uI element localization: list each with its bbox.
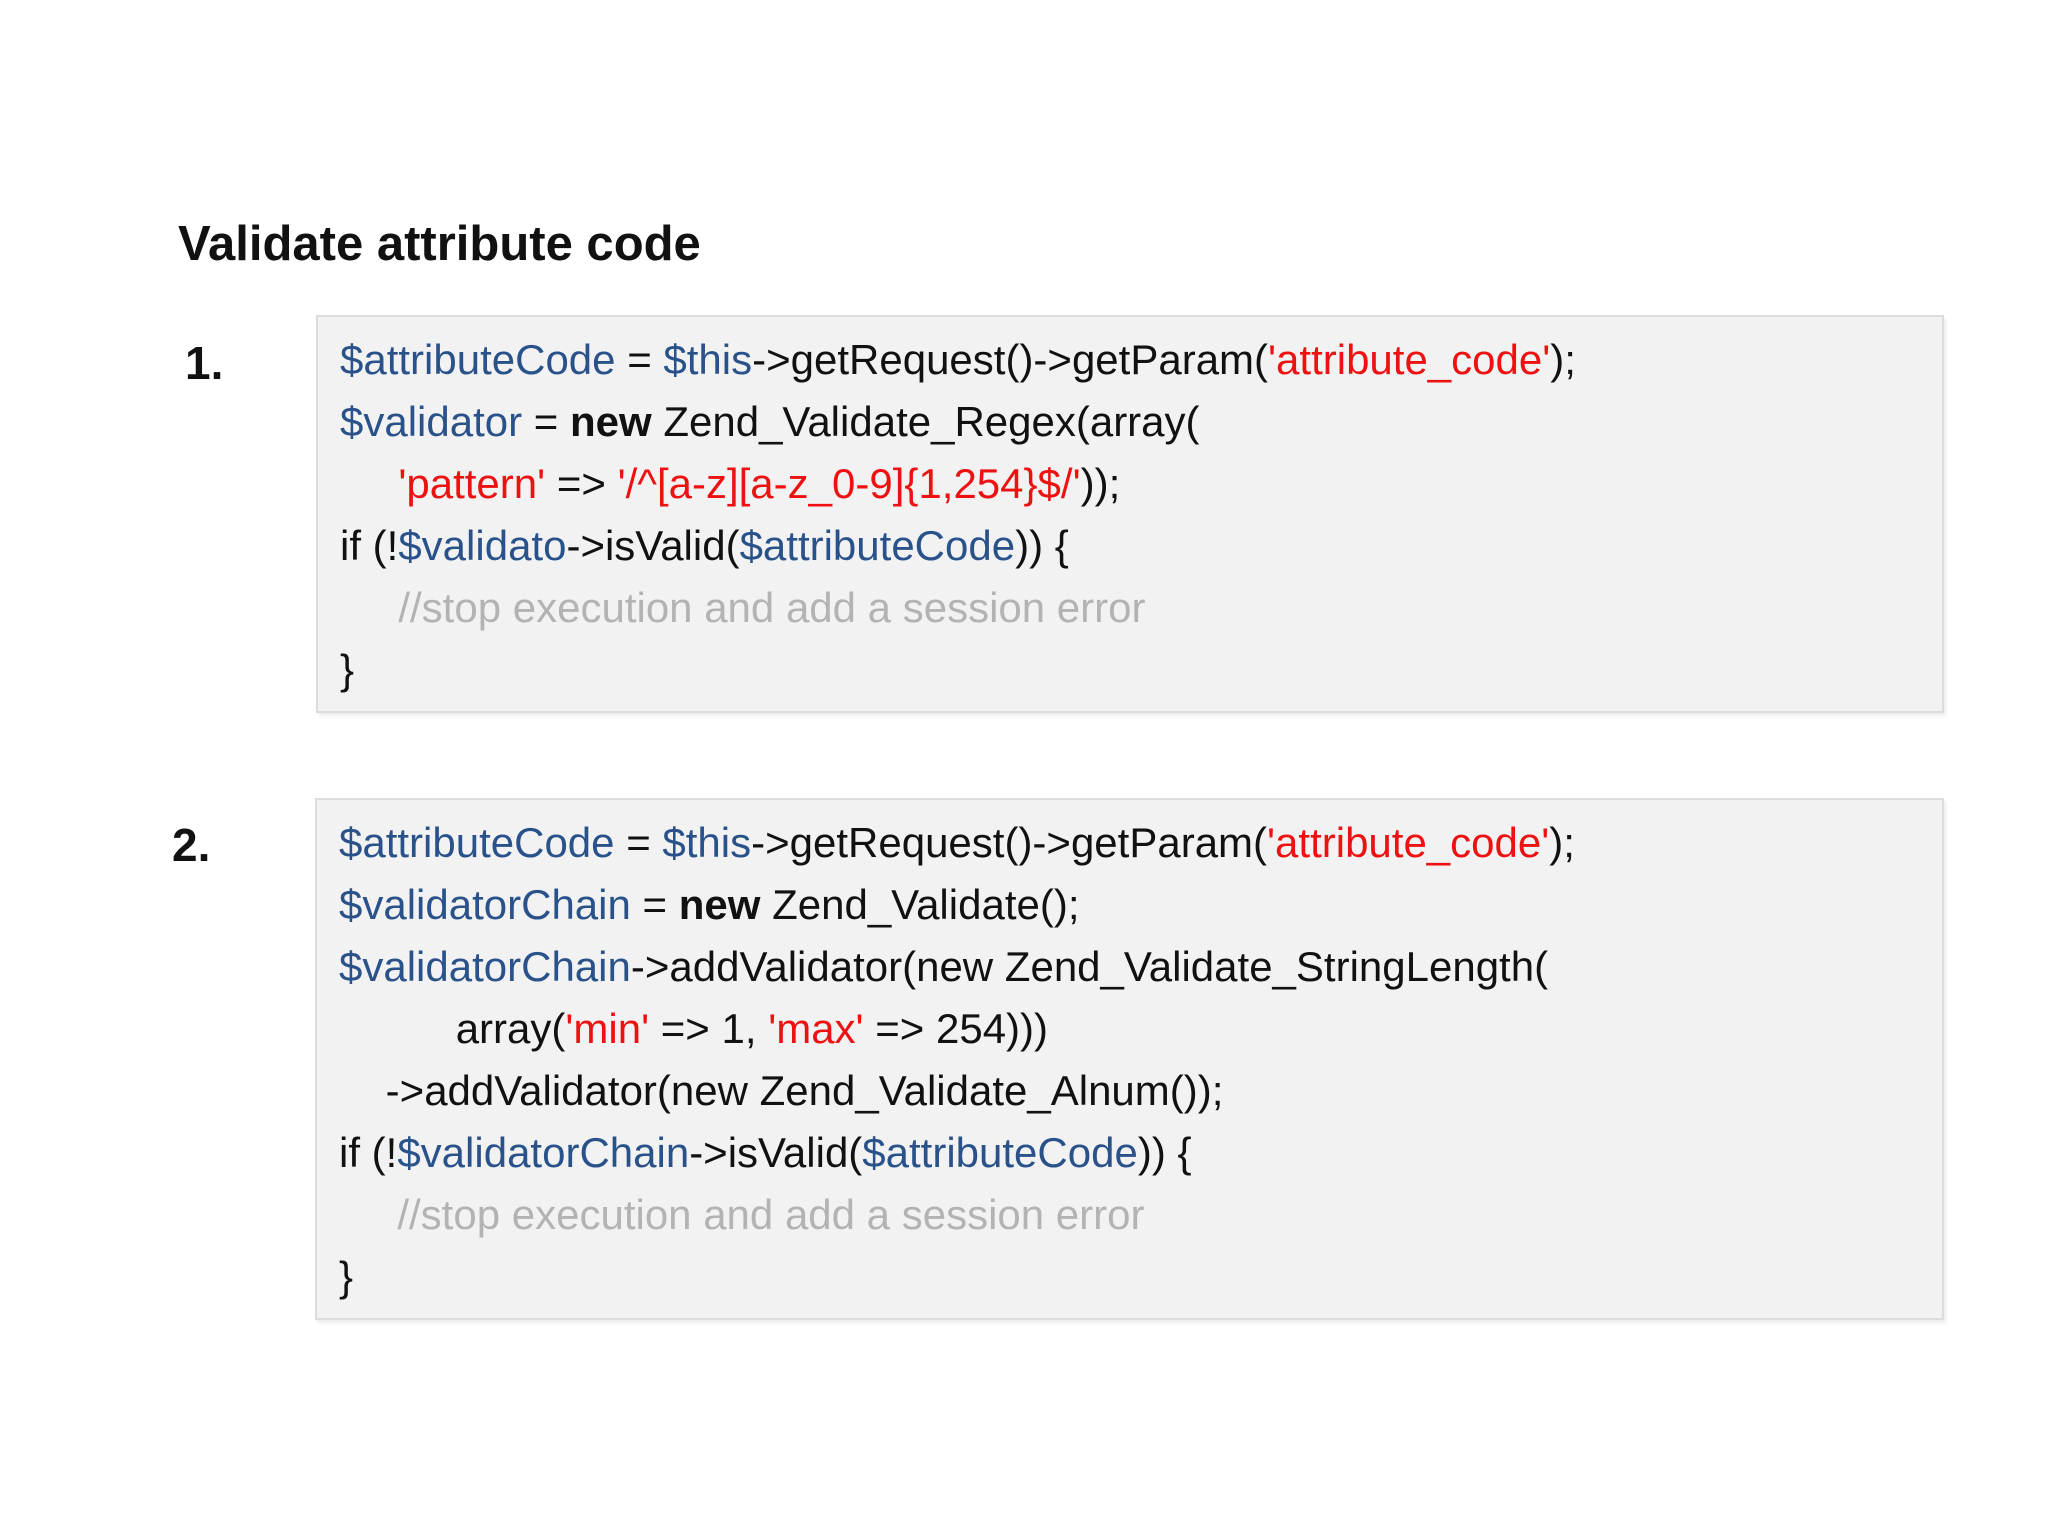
code-line: }: [339, 1246, 1932, 1308]
code-block-1: $attributeCode = $this->getRequest()->ge…: [316, 315, 1944, 713]
code-line: ->addValidator(new Zend_Validate_Alnum()…: [339, 1060, 1932, 1122]
code-segment-plain: ->addValidator(new Zend_Validate_Alnum()…: [339, 1067, 1224, 1114]
code-line: if (!$validato->isValid($attributeCode))…: [340, 515, 1932, 577]
code-segment-plain: );: [1550, 336, 1576, 383]
code-segment-var: $attributeCode: [339, 819, 615, 866]
code-segment-var: $attributeCode: [340, 336, 616, 383]
code-segment-var: $attributeCode: [862, 1129, 1138, 1176]
code-segment-plain: =>: [545, 460, 618, 507]
code-segment-plain: if (!: [339, 1129, 398, 1176]
code-segment-plain: ->getRequest()->getParam(: [751, 819, 1268, 866]
code-line: //stop execution and add a session error: [340, 577, 1932, 639]
code-line: $attributeCode = $this->getRequest()->ge…: [339, 812, 1932, 874]
code-segment-plain: [340, 460, 398, 507]
code-segment-plain: array(: [339, 1005, 566, 1052]
code-line: $validator = new Zend_Validate_Regex(arr…: [340, 391, 1932, 453]
code-segment-comment: //stop execution and add a session error: [340, 584, 1146, 631]
code-segment-plain: =: [522, 398, 570, 445]
code-segment-var: $attributeCode: [739, 522, 1016, 569]
code-segment-plain: =: [615, 336, 664, 383]
code-segment-plain: }: [340, 646, 355, 693]
code-segment-plain: ->isValid(: [566, 522, 740, 569]
code-segment-plain: }: [339, 1253, 354, 1300]
page-title: Validate attribute code: [178, 216, 701, 271]
code-segment-plain: ->getRequest()->getParam(: [752, 336, 1269, 383]
code-segment-kw: new: [569, 398, 652, 445]
code-segment-plain: )) {: [1137, 1129, 1192, 1176]
code-segment-str: 'attribute_code': [1267, 819, 1550, 866]
code-segment-plain: Zend_Validate();: [760, 881, 1080, 928]
code-line: if (!$validatorChain->isValid($attribute…: [339, 1122, 1932, 1184]
code-line: 'pattern' => '/^[a-z][a-z_0-9]{1,254}$/'…: [340, 453, 1932, 515]
code-line: //stop execution and add a session error: [339, 1184, 1932, 1246]
code-segment-plain: if (!: [340, 522, 399, 569]
code-line: $validatorChain = new Zend_Validate();: [339, 874, 1932, 936]
code-segment-var: $this: [662, 819, 752, 866]
code-segment-plain: ->isValid(: [689, 1129, 863, 1176]
code-line: array('min' => 1, 'max' => 254))): [339, 998, 1932, 1060]
code-segment-var: $validatorChain: [339, 943, 631, 990]
list-number-1: 1.: [185, 337, 224, 389]
code-segment-kw: new: [678, 881, 761, 928]
code-segment-var: $validator: [340, 398, 523, 445]
code-line: }: [340, 639, 1932, 701]
code-segment-plain: => 254))): [863, 1005, 1049, 1052]
code-segment-str: 'max': [768, 1005, 864, 1052]
code-segment-var: $validato: [398, 522, 567, 569]
code-line: $validatorChain->addValidator(new Zend_V…: [339, 936, 1932, 998]
code-segment-comment: //stop execution and add a session error: [339, 1191, 1145, 1238]
code-segment-plain: ));: [1080, 460, 1121, 507]
code-segment-str: '/^[a-z][a-z_0-9]{1,254}$/': [617, 460, 1081, 507]
code-segment-var: $validatorChain: [397, 1129, 690, 1176]
code-segment-plain: =: [630, 881, 679, 928]
code-segment-var: $validatorChain: [339, 881, 631, 928]
code-segment-str: 'min': [565, 1005, 650, 1052]
code-line: $attributeCode = $this->getRequest()->ge…: [340, 329, 1932, 391]
code-segment-plain: => 1,: [649, 1005, 769, 1052]
code-segment-plain: )) {: [1015, 522, 1069, 569]
list-number-2: 2.: [172, 819, 211, 871]
code-segment-plain: Zend_Validate_Regex(array(: [651, 398, 1200, 445]
code-segment-plain: ->addValidator(new Zend_Validate_StringL…: [630, 943, 1549, 990]
code-segment-str: 'pattern': [398, 460, 546, 507]
code-segment-plain: );: [1549, 819, 1575, 866]
code-segment-var: $this: [663, 336, 753, 383]
code-segment-str: 'attribute_code': [1268, 336, 1551, 383]
code-segment-plain: =: [614, 819, 663, 866]
code-block-2: $attributeCode = $this->getRequest()->ge…: [315, 798, 1944, 1320]
